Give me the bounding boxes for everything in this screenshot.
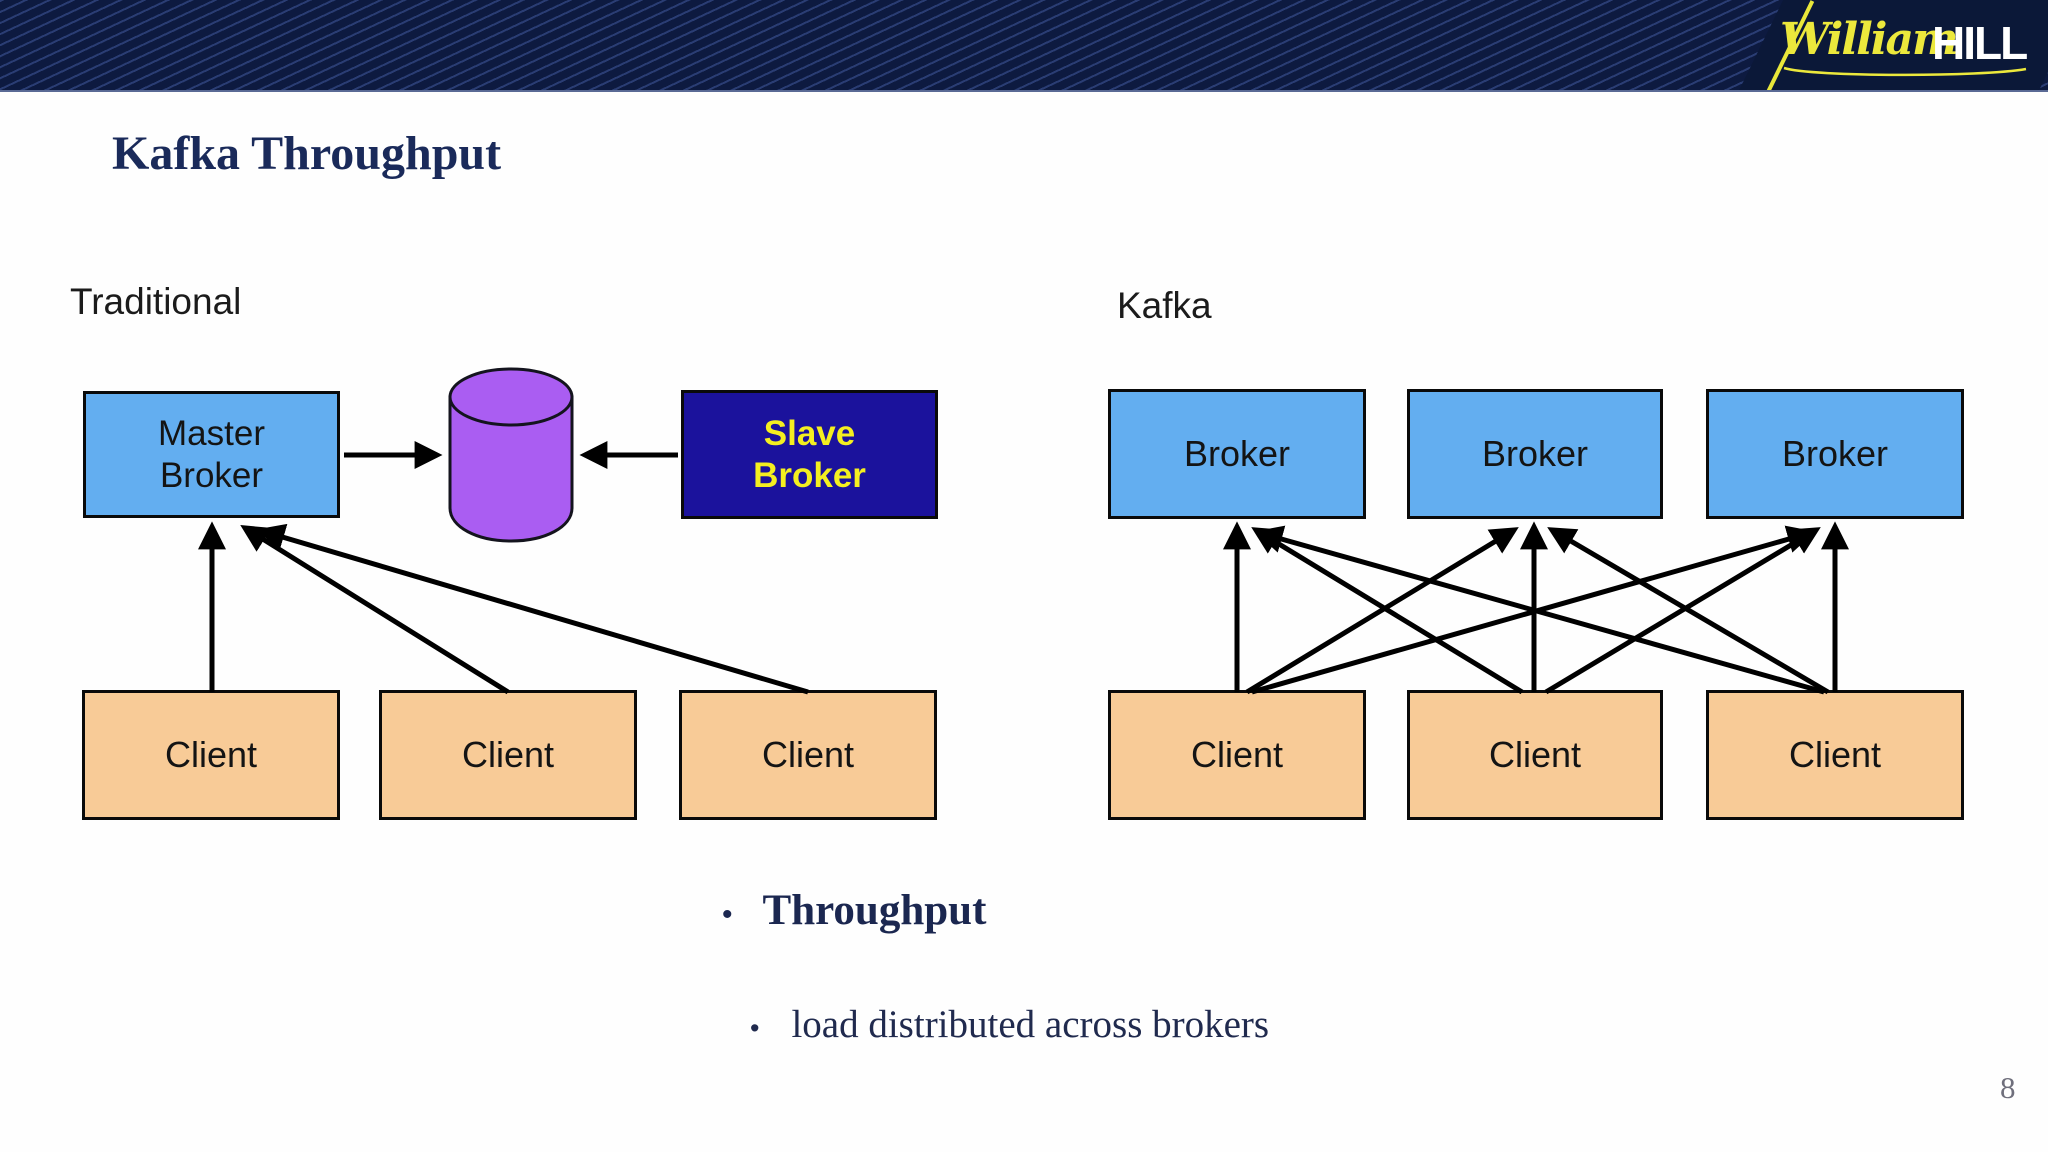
kafka-client-3-node: Client: [1706, 690, 1964, 820]
slave-broker-label-line1: Slave: [763, 414, 856, 454]
page-number: 8: [2000, 1070, 2016, 1105]
arrow-client-3-to-broker-2: [1547, 527, 1830, 695]
arrow-client-1-to-broker-3: [1251, 525, 1816, 695]
page-title: Kafka Throughput: [112, 127, 502, 180]
bullet-throughput: • Throughput: [722, 886, 986, 935]
william-hill-logo: William HILL: [1780, 6, 2030, 84]
arrow-client-1-to-broker-2: [1245, 527, 1519, 695]
bullet-dot: •: [722, 898, 733, 931]
logo-hill-text: HILL: [1932, 17, 2028, 69]
slave-broker-label-line2: Broker: [753, 455, 866, 495]
bullet-dot: •: [750, 1013, 760, 1043]
traditional-client-3-node: Client: [679, 690, 937, 820]
kafka-client-2-node: Client: [1407, 690, 1663, 820]
arrow-client-3-to-broker-1: [1254, 525, 1825, 695]
arrow-client-3-to-master-broker: [256, 523, 809, 695]
section-label-traditional: Traditional: [70, 281, 242, 322]
arrow-client-2-to-master-broker: [240, 525, 510, 695]
traditional-client-1-node: Client: [82, 690, 340, 820]
slave-broker-node: Slave Broker: [681, 390, 938, 519]
bullet-load-distributed-text: load distributed across brokers: [791, 1003, 1270, 1046]
kafka-client-1-node: Client: [1108, 690, 1366, 820]
arrow-client-2-to-broker-3: [1544, 527, 1821, 695]
arrow-client-2-to-broker-1: [1251, 527, 1524, 695]
bullet-load-distributed: • load distributed across brokers: [750, 1002, 1269, 1047]
kafka-broker-2-node: Broker: [1407, 389, 1663, 519]
kafka-broker-3-node: Broker: [1706, 389, 1964, 519]
header-bar: William HILL: [0, 0, 2048, 92]
master-broker-label-line2: Broker: [159, 455, 264, 495]
kafka-broker-1-node: Broker: [1108, 389, 1366, 519]
logo-underline-flourish: [1783, 66, 2027, 77]
database-cylinder-icon: [448, 367, 574, 543]
traditional-client-2-node: Client: [379, 690, 637, 820]
logo-william-script: William: [1780, 14, 1959, 65]
master-broker-node: Master Broker: [83, 391, 340, 518]
section-label-kafka: Kafka: [1117, 285, 1212, 326]
master-broker-label-line1: Master: [158, 414, 265, 454]
bullet-throughput-text: Throughput: [762, 887, 987, 934]
